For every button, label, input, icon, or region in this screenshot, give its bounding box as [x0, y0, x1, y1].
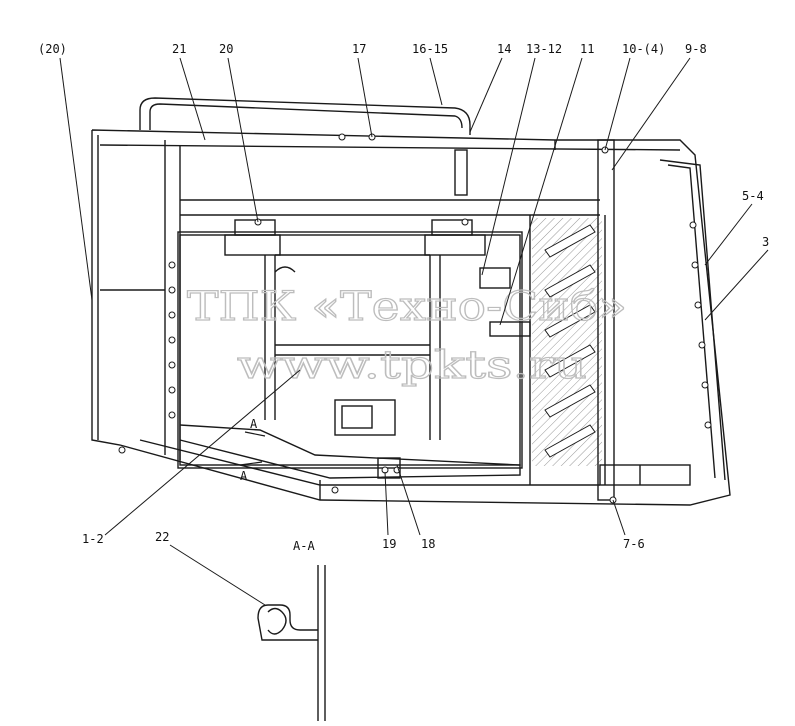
leader-line: [612, 499, 626, 536]
leader-line: [396, 464, 421, 536]
section-view-label: A-A: [293, 539, 315, 553]
callout-label: 1-2: [82, 532, 104, 546]
callout-label: 5-4: [742, 189, 764, 203]
leader-line: [704, 249, 769, 321]
callout-label: 7-6: [623, 537, 645, 551]
watermark: ТПК «Техно-Сиб» www.tpkts.ru: [186, 283, 627, 387]
callout-label: 9-8: [685, 42, 707, 56]
callout-label: 11: [580, 42, 594, 56]
leader-line: [604, 57, 631, 151]
callout-label: 16-15: [412, 42, 448, 56]
callout-labels: (20) 21 20 17 16-15 14 13-12 11 10-(4) 9-8 5-4 3 1-2…: [38, 42, 769, 551]
leader-line: [169, 544, 266, 606]
leader-line: [704, 203, 753, 266]
callout-label: 18: [421, 537, 435, 551]
vent-grille: [532, 218, 602, 466]
callout-label: 10-(4): [622, 42, 665, 56]
leader-line: [357, 57, 373, 138]
callout-label: 21: [172, 42, 186, 56]
section-marker-bottom: A: [240, 469, 248, 483]
leader-line: [104, 369, 301, 536]
callout-label: (20): [38, 42, 67, 56]
callout-label: 17: [352, 42, 366, 56]
leader-line: [179, 57, 206, 141]
leader-line: [429, 57, 443, 106]
leader-line: [611, 57, 691, 171]
bolt-markers: [118, 133, 712, 504]
section-cut: [239, 431, 266, 466]
enclosure-outline: [91, 97, 731, 721]
leader-line: [384, 471, 389, 536]
leader-lines: [59, 57, 769, 606]
callout-label: 3: [762, 235, 769, 249]
leader-line: [481, 57, 536, 276]
watermark-company: ТПК «Техно-Сиб»: [187, 284, 627, 330]
watermark-site: www.tpkts.ru: [237, 343, 587, 387]
leader-line: [59, 57, 93, 301]
leader-line: [499, 57, 583, 326]
callout-label: 19: [382, 537, 396, 551]
callout-label: 13-12: [526, 42, 562, 56]
leader-line: [469, 57, 503, 133]
leader-line: [227, 57, 259, 223]
callout-label: 22: [155, 530, 169, 544]
callout-label: 20: [219, 42, 233, 56]
callout-label: 14: [497, 42, 511, 56]
section-marker-top: A: [250, 417, 258, 431]
